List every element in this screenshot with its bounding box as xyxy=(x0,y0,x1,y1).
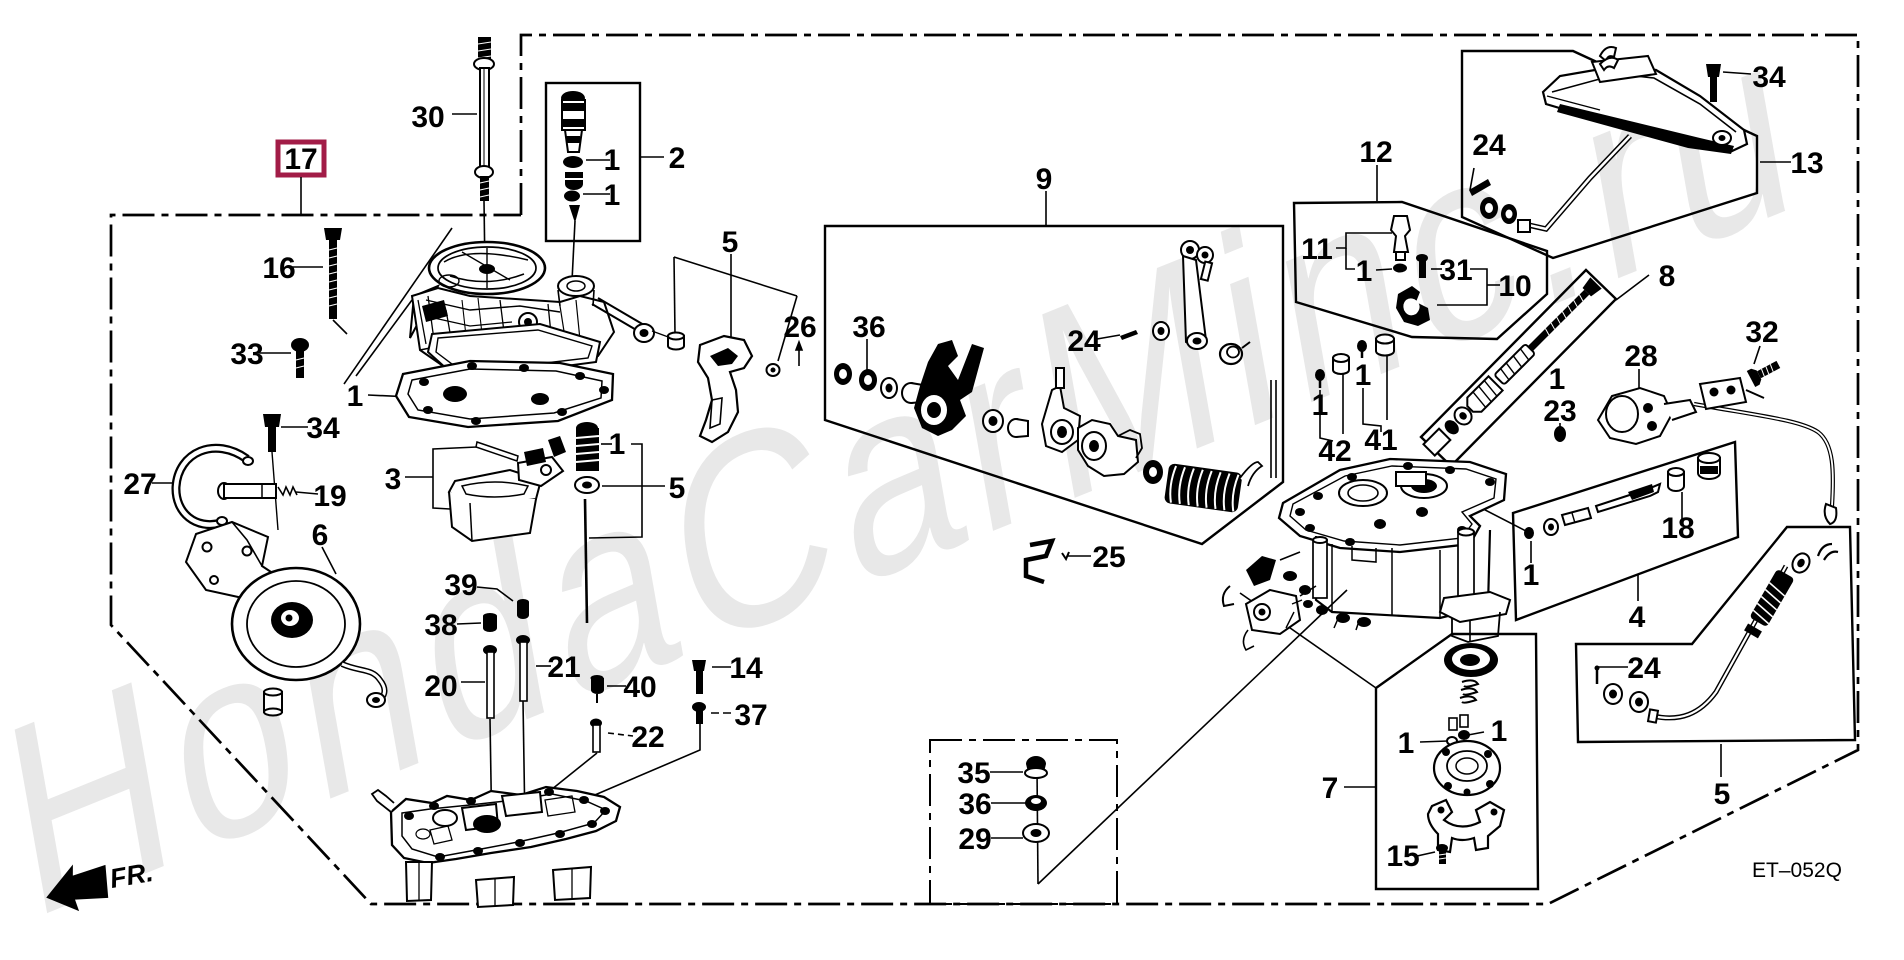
svg-text:30: 30 xyxy=(411,101,444,134)
svg-text:32: 32 xyxy=(1745,316,1778,349)
svg-text:37: 37 xyxy=(734,699,767,732)
svg-text:5: 5 xyxy=(722,226,739,259)
svg-text:34: 34 xyxy=(306,412,340,445)
svg-text:26: 26 xyxy=(783,311,816,344)
svg-text:23: 23 xyxy=(1543,395,1576,428)
svg-text:3: 3 xyxy=(385,463,402,496)
svg-text:1: 1 xyxy=(1549,363,1566,396)
svg-text:14: 14 xyxy=(729,652,763,685)
svg-text:5: 5 xyxy=(669,472,686,505)
svg-text:18: 18 xyxy=(1661,512,1694,545)
svg-text:36: 36 xyxy=(958,788,991,821)
svg-text:40: 40 xyxy=(623,671,656,704)
svg-text:28: 28 xyxy=(1624,340,1657,373)
svg-text:6: 6 xyxy=(312,519,329,552)
svg-text:13: 13 xyxy=(1790,147,1823,180)
svg-text:1: 1 xyxy=(1491,715,1508,748)
svg-text:39: 39 xyxy=(444,569,477,602)
svg-text:34: 34 xyxy=(1752,61,1786,94)
svg-text:16: 16 xyxy=(262,252,295,285)
svg-text:4: 4 xyxy=(1629,601,1646,634)
svg-text:1: 1 xyxy=(609,428,626,461)
svg-text:1: 1 xyxy=(347,380,364,413)
svg-text:5: 5 xyxy=(1714,778,1731,811)
svg-text:22: 22 xyxy=(631,721,664,754)
svg-text:1: 1 xyxy=(604,144,621,177)
svg-text:20: 20 xyxy=(424,670,457,703)
svg-text:9: 9 xyxy=(1036,163,1053,196)
svg-text:17: 17 xyxy=(284,143,317,176)
svg-text:19: 19 xyxy=(313,480,346,513)
svg-text:15: 15 xyxy=(1386,840,1419,873)
svg-text:31: 31 xyxy=(1439,254,1472,287)
svg-text:36: 36 xyxy=(852,311,885,344)
svg-text:35: 35 xyxy=(957,757,990,790)
svg-text:21: 21 xyxy=(547,651,580,684)
svg-text:29: 29 xyxy=(958,823,991,856)
svg-text:7: 7 xyxy=(1322,772,1339,805)
svg-text:FR.: FR. xyxy=(107,857,155,894)
svg-text:38: 38 xyxy=(424,609,457,642)
svg-text:1: 1 xyxy=(604,179,621,212)
svg-text:25: 25 xyxy=(1092,541,1125,574)
svg-text:2: 2 xyxy=(669,142,686,175)
svg-text:12: 12 xyxy=(1359,136,1392,169)
svg-text:ET–052Q: ET–052Q xyxy=(1752,859,1842,882)
svg-text:24: 24 xyxy=(1472,129,1506,162)
svg-text:10: 10 xyxy=(1498,270,1531,303)
svg-text:1: 1 xyxy=(1356,255,1373,288)
svg-text:8: 8 xyxy=(1659,260,1676,293)
svg-text:1: 1 xyxy=(1523,559,1540,592)
svg-text:1: 1 xyxy=(1355,359,1372,392)
svg-text:24: 24 xyxy=(1627,652,1661,685)
svg-text:33: 33 xyxy=(230,338,263,371)
svg-text:27: 27 xyxy=(123,468,156,501)
svg-text:11: 11 xyxy=(1301,233,1333,266)
svg-text:1: 1 xyxy=(1398,727,1415,760)
svg-text:42: 42 xyxy=(1318,435,1351,468)
svg-text:24: 24 xyxy=(1067,325,1101,358)
